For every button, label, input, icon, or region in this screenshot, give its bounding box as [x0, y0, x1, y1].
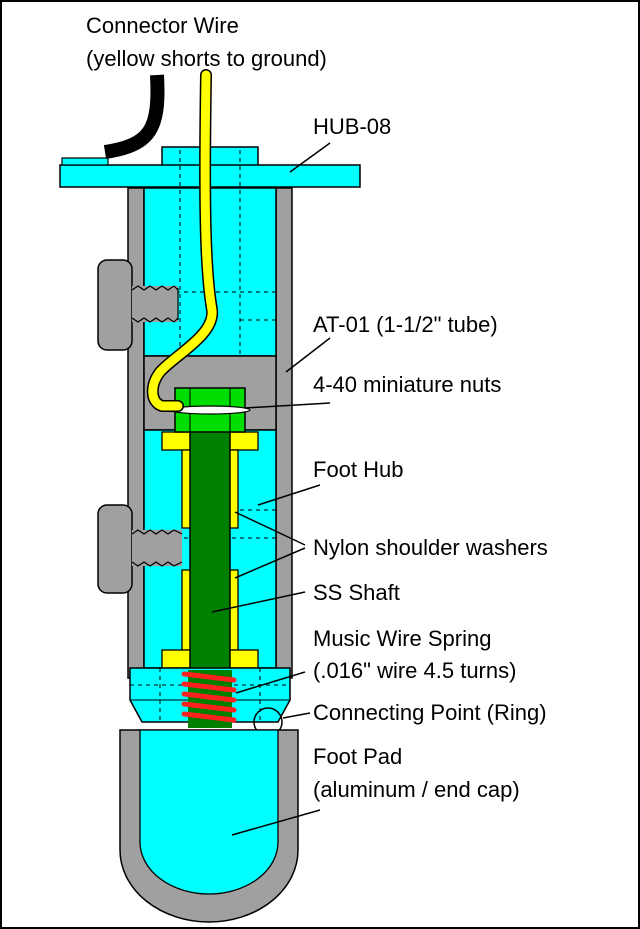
nut-lower [174, 411, 246, 433]
label-connector-wire: Connector Wire [86, 13, 239, 38]
label-spring-spec: (.016" wire 4.5 turns) [313, 658, 517, 683]
label-connecting-point: Connecting Point (Ring) [313, 700, 547, 725]
lower-screw-thread-bottom [131, 561, 183, 567]
lower-knob [97, 504, 133, 594]
label-connector-wire-note: (yellow shorts to ground) [86, 46, 327, 71]
label-foot-hub: Foot Hub [313, 457, 404, 482]
label-foot-pad: Foot Pad [313, 744, 403, 769]
yellow-connector-wire-fill [148, 70, 217, 411]
label-foot-pad-material: (aluminum / end cap) [313, 777, 520, 802]
label-hub08: HUB-08 [313, 114, 392, 139]
lower-set-screw [132, 530, 182, 566]
leader-lines [211, 142, 331, 836]
black-cable [103, 74, 165, 159]
upper-screw-thread-bottom [131, 317, 179, 323]
upper-knob [97, 259, 133, 351]
foot-pad-inner [139, 729, 279, 895]
label-ss-shaft: SS Shaft [313, 580, 400, 605]
ss-shaft [189, 411, 231, 673]
upper-screw-thread-top [131, 285, 179, 291]
tube-wall-left [127, 187, 145, 679]
lower-screw-thread-top [131, 529, 183, 535]
label-nylon-washers: Nylon shoulder washers [313, 535, 548, 560]
music-wire-spring [181, 671, 237, 723]
upper-set-screw [132, 286, 178, 322]
label-music-wire-spring: Music Wire Spring [313, 626, 492, 651]
label-at01: AT-01 (1-1/2" tube) [313, 312, 498, 337]
tube-wall-right [275, 187, 293, 679]
hub08-plate-lip [61, 157, 109, 166]
label-miniature-nuts: 4-40 miniature nuts [313, 372, 502, 397]
